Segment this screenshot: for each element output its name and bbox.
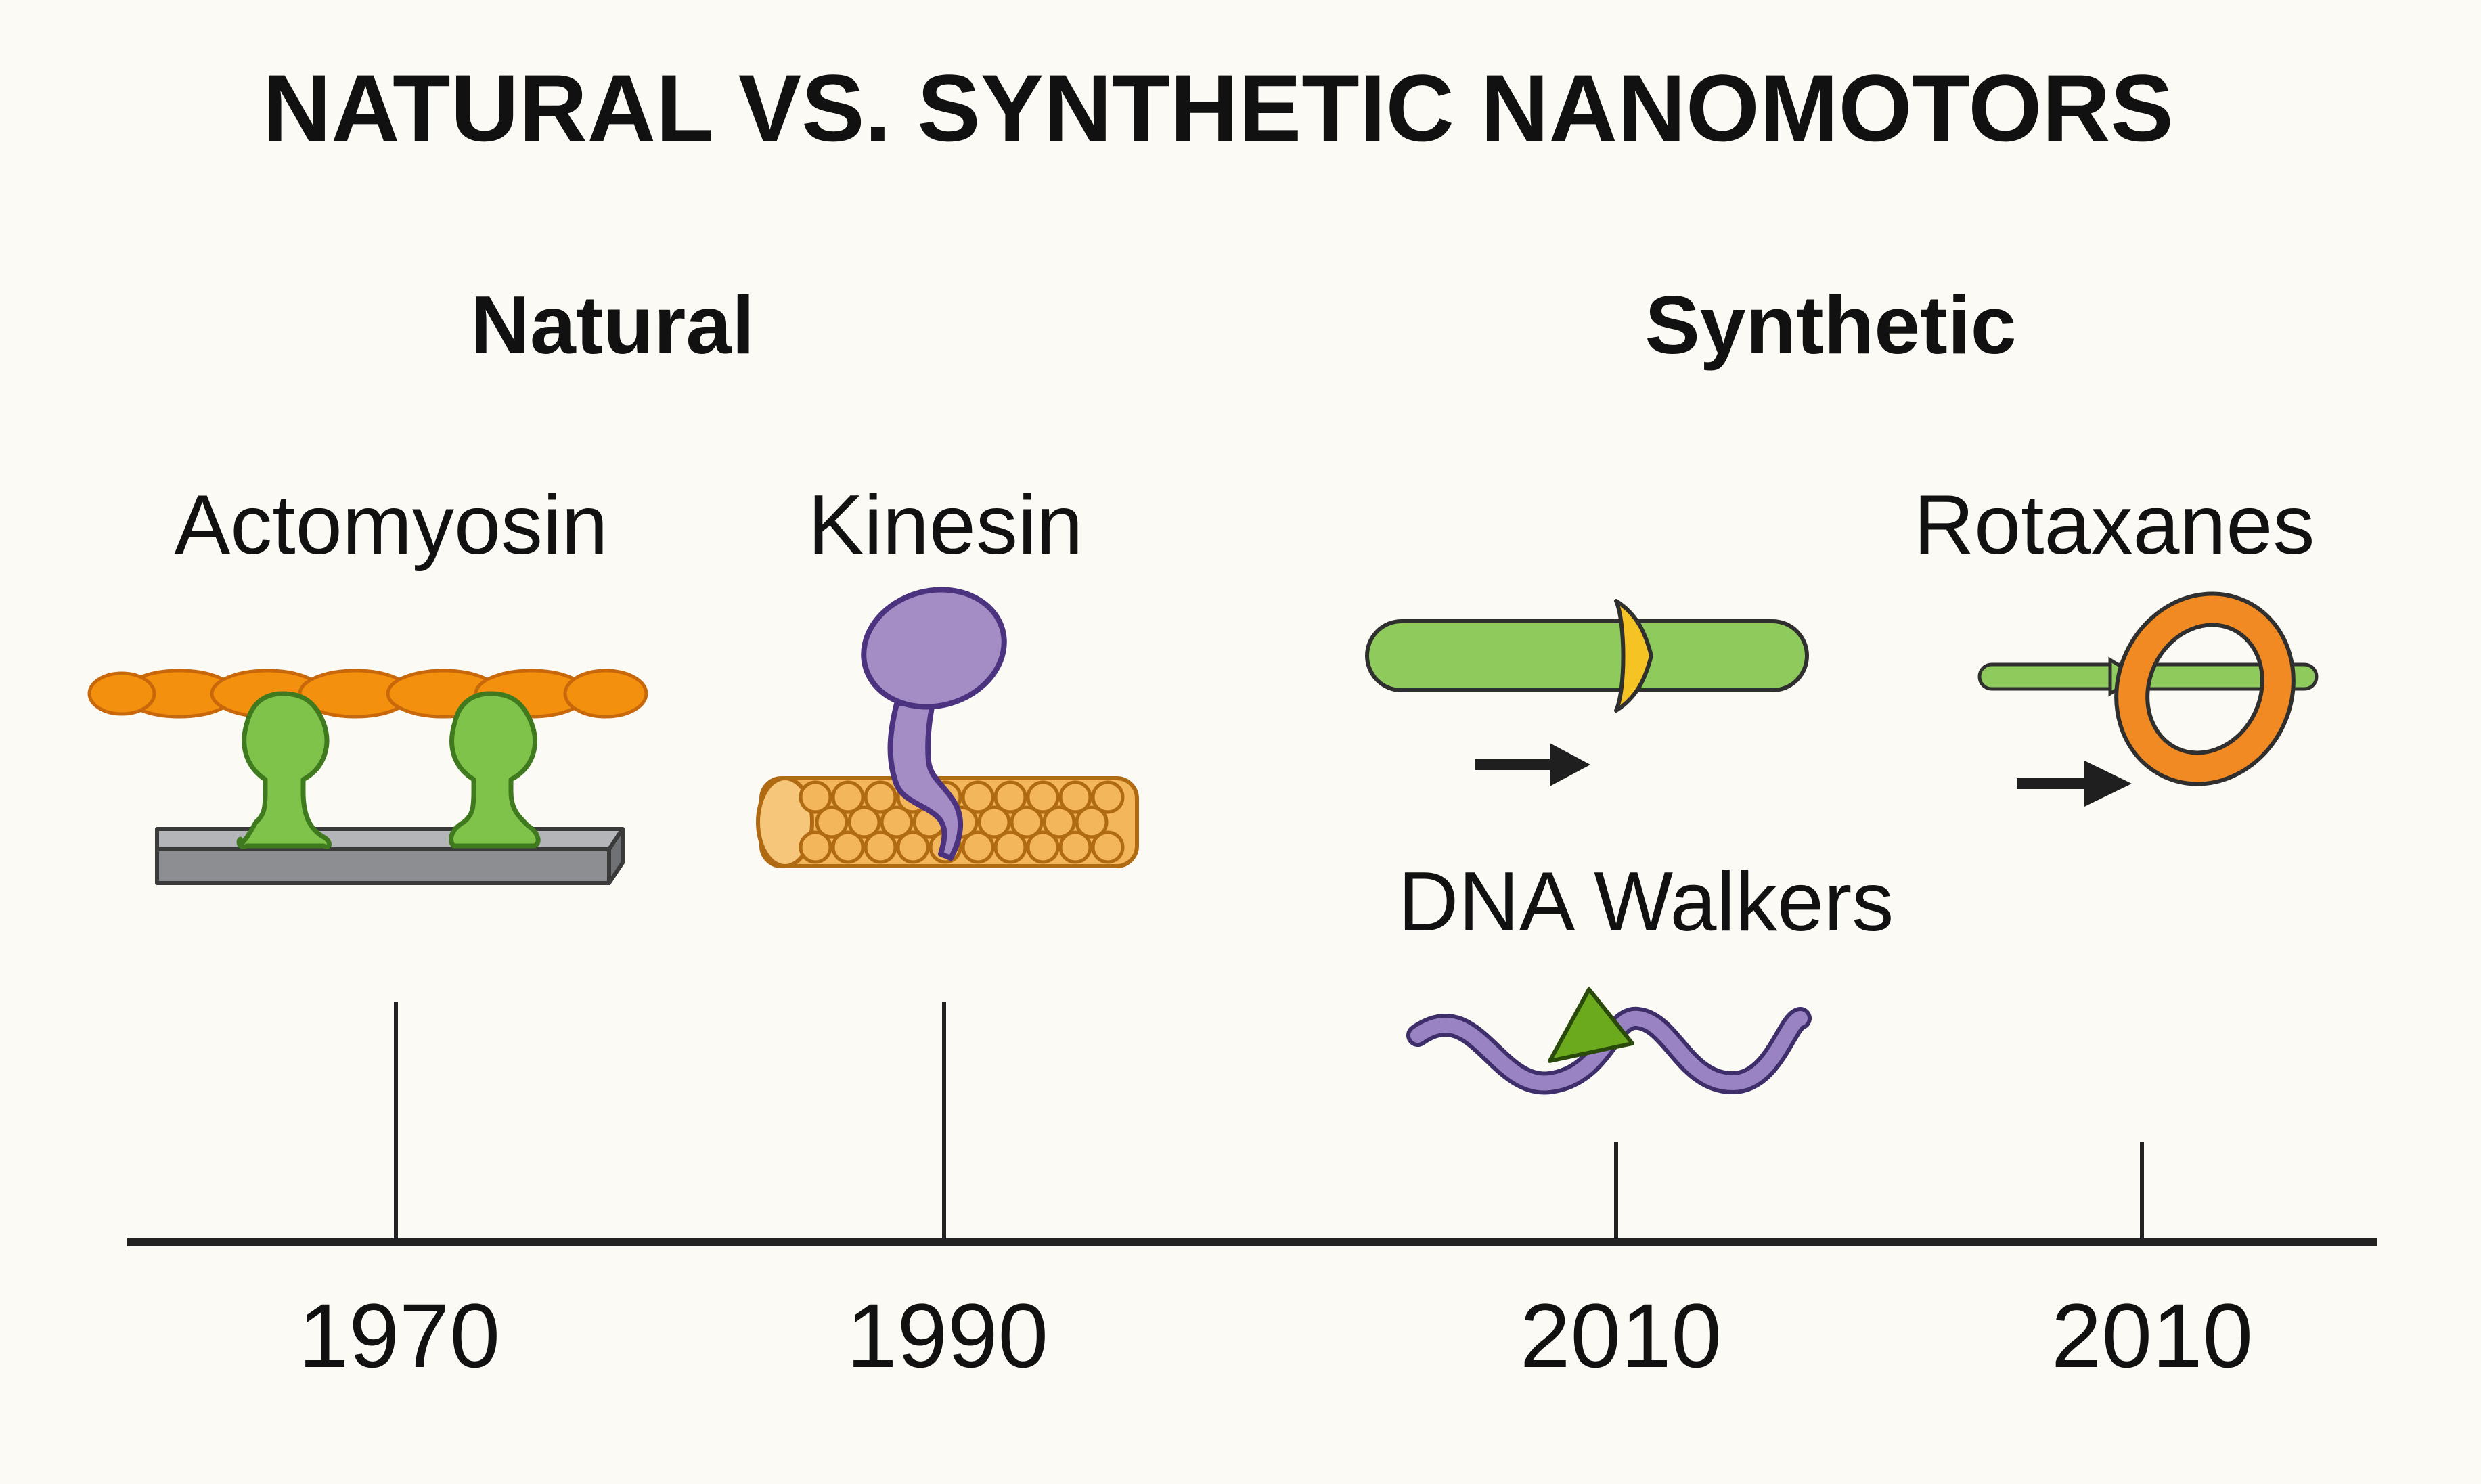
year-label-dna-walkers: 2010 — [1520, 1286, 1722, 1387]
shuttle-clamp — [1614, 599, 1653, 713]
actin-track-bar — [155, 827, 625, 885]
motor-label-actomyosin: Actomyosin — [175, 478, 608, 572]
myosin-head-right — [449, 691, 541, 849]
diagram-title: NATURAL VS. SYNTHETIC NANOMOTORS — [263, 55, 2173, 161]
rotaxane-ring — [2118, 595, 2292, 782]
walker-molecule — [1548, 987, 1634, 1063]
motor-label-rotaxanes: Rotaxanes — [1914, 478, 2315, 572]
timeline: 1970 1990 2010 2010 — [127, 1002, 2377, 1387]
kinesin-microtubule-icon — [756, 587, 1139, 868]
kinesin-motor — [861, 587, 1007, 861]
myosin-head-left — [236, 691, 332, 849]
actin-filament — [87, 669, 648, 719]
motor-label-kinesin: Kinesin — [808, 478, 1083, 572]
motor-label-dna-walkers: DNA Walkers — [1398, 855, 1894, 949]
direction-arrow-icon — [2017, 761, 2132, 807]
shuttle-rod — [1365, 619, 1809, 692]
year-label-kinesin: 1990 — [847, 1286, 1048, 1387]
microtubule-subunits — [799, 780, 1125, 864]
group-label-synthetic: Synthetic — [1645, 279, 2016, 371]
group-label-natural: Natural — [470, 279, 755, 371]
dna-walker-icon — [1406, 987, 1812, 1095]
dna-strand — [1410, 1010, 1808, 1091]
year-label-rotaxanes: 2010 — [2051, 1286, 2253, 1387]
molecular-shuttle-icon — [1365, 599, 1809, 786]
year-label-actomyosin: 1970 — [298, 1286, 500, 1387]
actomyosin-icon — [87, 669, 648, 885]
rotaxane-icon — [1977, 591, 2319, 807]
direction-arrow-icon — [1475, 743, 1590, 786]
